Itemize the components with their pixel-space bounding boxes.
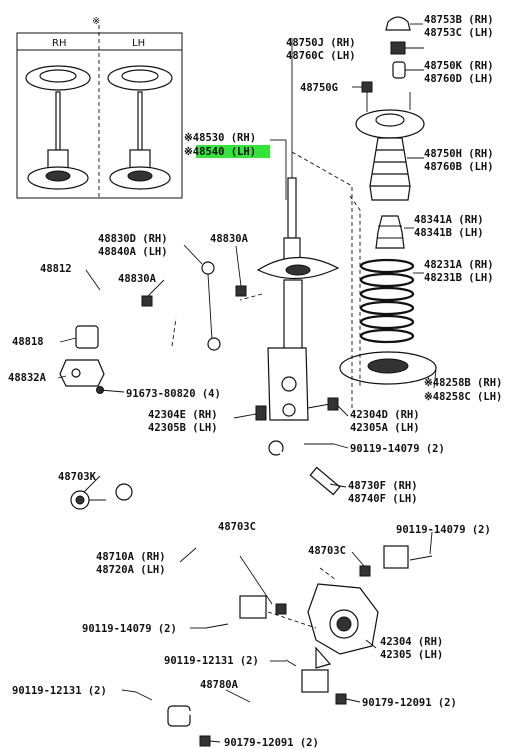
- label-48720a: 48720A (LH): [96, 564, 166, 576]
- lower-long-arm: [115, 483, 287, 629]
- label-48540: ※48540 (LH): [184, 146, 256, 158]
- label-42305: 42305 (LH): [380, 649, 443, 661]
- strut-dashed-guides: [239, 151, 361, 410]
- label-48830d: 48830D (RH): [98, 233, 168, 245]
- label-42305b: 42305B (LH): [148, 422, 218, 434]
- label-48832a: 48832A: [8, 372, 47, 384]
- shock-absorber: [255, 38, 340, 421]
- label-48780a: 48780A: [200, 679, 239, 691]
- label-48703k: 48703K: [58, 471, 97, 483]
- label-48258b: ※48258B (RH): [424, 377, 502, 389]
- label-48341a: 48341A (RH): [414, 214, 484, 226]
- label-48760d: 48760D (LH): [424, 73, 494, 85]
- bushing-48703k: [70, 490, 106, 510]
- label-48231a: 48231A (RH): [424, 259, 494, 271]
- label-48750h: 48750H (RH): [424, 148, 494, 160]
- label-90119-left: 90119-14079 (2): [82, 623, 177, 635]
- label-48710a: 48710A (RH): [96, 551, 166, 563]
- label-48830a-mid: 48830A: [118, 273, 157, 285]
- label-48812: 48812: [40, 263, 72, 275]
- lower-rear-arm-48780a: [135, 669, 347, 747]
- label-48750g: 48750G: [300, 82, 338, 94]
- strut-mount-parts: [355, 16, 425, 249]
- label-48840a: 48840A (LH): [98, 246, 168, 258]
- label-48703c-left: 48703C: [218, 521, 256, 533]
- label-90119-right: 90119-14079 (2): [396, 524, 491, 536]
- inset-strut-lh: [107, 65, 173, 190]
- coil-spring: [359, 258, 415, 344]
- label-90179-right: 90179-12091 (2): [362, 697, 457, 709]
- label-48750j: 48750J (RH): [286, 37, 356, 49]
- label-42304: 42304 (RH): [380, 636, 443, 648]
- label-48730f: 48730F (RH): [348, 480, 418, 492]
- label-48530: ※48530 (RH): [184, 132, 256, 144]
- label-48258c: ※48258C (LH): [424, 391, 502, 403]
- inset-header-rh: RH: [52, 38, 66, 49]
- label-48760c: 48760C (LH): [286, 50, 356, 62]
- upper-rear-arm: [268, 440, 433, 577]
- label-48760b: 48760B (LH): [424, 161, 494, 173]
- inset-box: ※ RH LH: [16, 16, 183, 199]
- label-90119-12131-mid: 90119-12131 (2): [164, 655, 259, 667]
- label-48703c-right: 48703C: [308, 545, 346, 557]
- label-48341b: 48341B (LH): [414, 227, 484, 239]
- label-42305a: 42305A (LH): [350, 422, 420, 434]
- inset-strut-rh: [25, 65, 91, 190]
- label-91673: 91673-80820 (4): [126, 388, 221, 400]
- label-48231b: 48231B (LH): [424, 272, 494, 284]
- label-42304d: 42304D (RH): [350, 409, 420, 421]
- label-48750k: 48750K (RH): [424, 60, 494, 72]
- label-48818: 48818: [12, 336, 44, 348]
- label-90179-bottom: 90179-12091 (2): [224, 737, 319, 749]
- label-48753c: 48753C (LH): [424, 27, 494, 39]
- inset-mark: ※: [92, 16, 100, 27]
- highlight-48540: [196, 145, 270, 158]
- stabilizer-bar: [17, 261, 247, 394]
- label-42304e: 42304E (RH): [148, 409, 218, 421]
- rear-axle-carrier: [267, 567, 379, 669]
- label-48753b: 48753B (RH): [424, 14, 494, 26]
- label-90119-top: 90119-14079 (2): [350, 443, 445, 455]
- spring-seat: [339, 351, 437, 385]
- leader-lines: [57, 23, 437, 743]
- inset-header-lh: LH: [132, 38, 145, 49]
- label-48830a-top: 48830A: [210, 233, 249, 245]
- label-90119-12131-left: 90119-12131 (2): [12, 685, 107, 697]
- part-labels: 48753B (RH) 48753C (LH) 48750J (RH) 4876…: [8, 14, 502, 749]
- label-48740f: 48740F (LH): [348, 493, 418, 505]
